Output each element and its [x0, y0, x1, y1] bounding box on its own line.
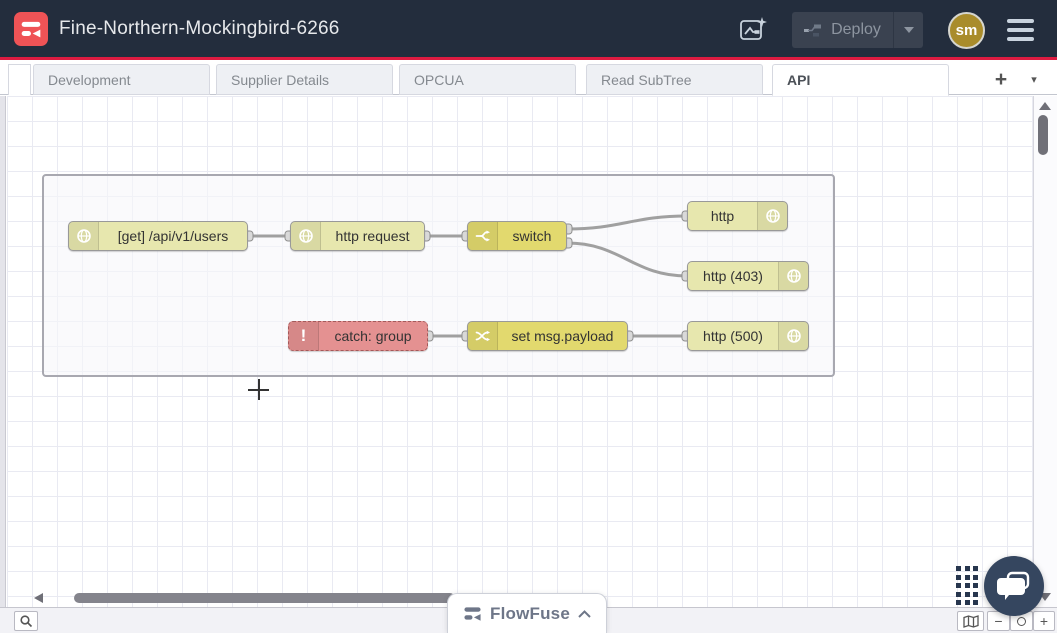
hamburger-icon [1007, 19, 1034, 23]
flow-sparkle-icon [740, 17, 767, 40]
palette-collapsed-strip[interactable] [0, 96, 6, 607]
horizontal-scroll-thumb[interactable] [74, 593, 455, 603]
hamburger-icon [1007, 37, 1034, 41]
tab-label: OPCUA [414, 71, 464, 88]
node-http-response-403[interactable]: http (403) [687, 261, 809, 291]
globe-icon [778, 262, 808, 290]
globe-icon [69, 222, 99, 250]
node-label: http (403) [703, 268, 763, 284]
tab-read-subtree[interactable]: Read SubTree [586, 64, 763, 95]
globe-icon [291, 222, 321, 250]
node-http-in[interactable]: [get] /api/v1/users [68, 221, 248, 251]
node-label: http request [335, 228, 410, 244]
globe-icon [778, 322, 808, 350]
tab-label: Read SubTree [601, 71, 692, 88]
flowfuse-banner[interactable]: FlowFuse [447, 593, 607, 633]
zoom-in-button[interactable]: + [1033, 611, 1055, 631]
zoom-reset-icon [1017, 616, 1026, 626]
tab-scroll-spacer [8, 64, 31, 95]
minus-icon: − [994, 613, 1003, 629]
header-accent-line [0, 57, 1057, 60]
vertical-scrollbar[interactable] [1033, 96, 1057, 607]
ai-assistant-button[interactable] [735, 13, 771, 47]
caret-down-icon [903, 27, 914, 33]
deploy-button[interactable]: Deploy [792, 12, 923, 48]
node-http-response[interactable]: http [687, 201, 788, 231]
navigator-toggle-button[interactable] [957, 611, 984, 631]
scroll-up-arrow-icon[interactable] [1039, 102, 1051, 110]
chat-widget-button[interactable] [984, 556, 1044, 616]
scroll-left-arrow-icon[interactable] [34, 593, 43, 603]
flowfuse-logo[interactable] [14, 12, 48, 46]
tab-api-active[interactable]: API [772, 64, 949, 96]
tab-opcua[interactable]: OPCUA [399, 64, 576, 95]
node-catch[interactable]: ! catch: group [288, 321, 428, 351]
tab-label: Development [48, 71, 131, 88]
tab-supplier-details[interactable]: Supplier Details [216, 64, 393, 95]
hamburger-icon [1007, 28, 1034, 32]
search-flows-button[interactable] [14, 611, 38, 631]
deploy-options-caret[interactable] [893, 12, 923, 48]
vertical-scroll-thumb[interactable] [1038, 115, 1048, 155]
search-icon [20, 615, 33, 628]
avatar-initials: sm [955, 22, 978, 39]
scroll-down-arrow-icon[interactable] [1039, 593, 1051, 601]
node-label: set msg.payload [511, 328, 614, 344]
add-flow-button[interactable]: + [994, 67, 1008, 91]
flowfuse-logo-icon [21, 21, 41, 38]
flowfuse-gray-logo-icon [464, 607, 481, 621]
exclamation-glyph: ! [300, 326, 307, 345]
node-http-response-500[interactable]: http (500) [687, 321, 809, 351]
plus-icon: + [1039, 613, 1049, 629]
node-label: switch [512, 228, 552, 244]
tab-label: Supplier Details [231, 71, 330, 88]
node-change[interactable]: set msg.payload [467, 321, 628, 351]
node-switch[interactable]: switch [467, 221, 567, 251]
node-label: http (500) [703, 328, 763, 344]
globe-icon [757, 202, 787, 230]
chat-bubbles-icon [997, 571, 1030, 600]
tab-label: API [787, 72, 811, 88]
deploy-icon [804, 24, 822, 37]
node-label: http [710, 208, 735, 224]
map-icon [962, 614, 979, 628]
switch-icon [468, 222, 498, 250]
tab-list-menu-button[interactable]: ▾ [1031, 74, 1037, 86]
flow-tab-bar: Development Supplier Details OPCUA Read … [0, 60, 1057, 96]
node-label: [get] /api/v1/users [117, 228, 229, 244]
flowfuse-banner-label: FlowFuse [490, 603, 570, 623]
tab-development[interactable]: Development [33, 64, 210, 95]
node-label: catch: group [334, 328, 412, 344]
instance-title: Fine-Northern-Mockingbird-6266 [59, 17, 340, 39]
node-http-request[interactable]: http request [290, 221, 425, 251]
user-avatar[interactable]: sm [948, 12, 985, 49]
main-menu-button[interactable] [1007, 19, 1034, 41]
exclamation-icon: ! [289, 322, 319, 350]
shuffle-icon [468, 322, 498, 350]
widget-drag-handle-dots[interactable] [956, 566, 978, 605]
deploy-label: Deploy [831, 21, 881, 38]
deploy-button-main[interactable]: Deploy [792, 12, 893, 48]
chevron-up-icon[interactable] [578, 609, 591, 618]
header-bar: Fine-Northern-Mockingbird-6266 Deploy [0, 0, 1057, 57]
